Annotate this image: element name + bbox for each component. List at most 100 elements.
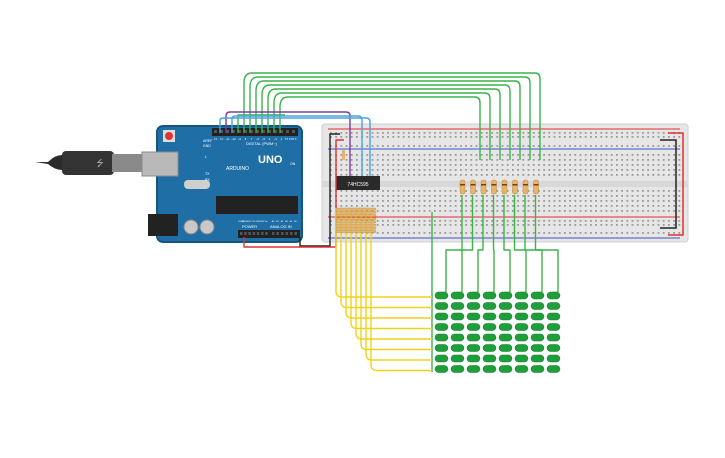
- led[interactable]: [530, 354, 545, 363]
- led[interactable]: [514, 354, 529, 363]
- led[interactable]: [434, 333, 449, 342]
- led[interactable]: [466, 354, 481, 363]
- digital-pin[interactable]: [220, 130, 223, 133]
- breadboard-hole: [564, 174, 566, 176]
- led[interactable]: [530, 365, 545, 373]
- led[interactable]: [482, 323, 497, 331]
- power-pin[interactable]: [244, 232, 247, 235]
- led[interactable]: [498, 312, 513, 321]
- led[interactable]: [514, 344, 529, 352]
- power-pin[interactable]: [256, 232, 260, 235]
- led[interactable]: [450, 291, 465, 300]
- led[interactable]: [498, 354, 513, 363]
- led[interactable]: [546, 333, 561, 342]
- digital-pin[interactable]: [262, 130, 265, 133]
- breadboard-hole: [600, 224, 603, 226]
- led[interactable]: [546, 323, 561, 331]
- led[interactable]: [482, 291, 497, 300]
- power-pin[interactable]: [248, 232, 251, 235]
- breadboard-hole: [423, 220, 426, 222]
- led[interactable]: [466, 365, 481, 373]
- digital-pin[interactable]: [238, 130, 241, 133]
- led[interactable]: [530, 312, 545, 321]
- led[interactable]: [498, 333, 513, 342]
- led[interactable]: [498, 291, 513, 300]
- led[interactable]: [434, 365, 449, 373]
- breadboard-hole: [584, 205, 587, 207]
- reset-button[interactable]: [165, 132, 173, 140]
- analog-pin[interactable]: [276, 232, 280, 235]
- led[interactable]: [514, 302, 529, 310]
- digital-pin[interactable]: [274, 130, 277, 133]
- led[interactable]: [434, 354, 449, 363]
- led[interactable]: [466, 344, 481, 352]
- breadboard-hole: [647, 220, 649, 222]
- led[interactable]: [498, 323, 513, 331]
- led[interactable]: [450, 333, 465, 342]
- led[interactable]: [498, 302, 513, 310]
- led[interactable]: [434, 323, 449, 331]
- led[interactable]: [546, 344, 561, 352]
- digital-pin[interactable]: [226, 130, 229, 133]
- digital-pin[interactable]: [250, 130, 253, 133]
- led[interactable]: [546, 312, 561, 321]
- digital-pin[interactable]: [280, 130, 283, 133]
- led[interactable]: [466, 291, 481, 300]
- led[interactable]: [434, 312, 449, 321]
- analog-pin[interactable]: [281, 232, 284, 235]
- led[interactable]: [434, 344, 449, 352]
- led[interactable]: [482, 365, 497, 373]
- led[interactable]: [466, 323, 481, 331]
- led[interactable]: [530, 291, 545, 300]
- power-pin[interactable]: [252, 232, 256, 235]
- digital-pin[interactable]: [268, 130, 271, 133]
- led[interactable]: [530, 344, 545, 352]
- led[interactable]: [450, 344, 465, 352]
- power-pin[interactable]: [265, 232, 268, 235]
- led[interactable]: [546, 291, 561, 300]
- led[interactable]: [546, 365, 561, 373]
- led[interactable]: [450, 365, 465, 373]
- led[interactable]: [514, 365, 529, 373]
- breadboard-hole: [564, 159, 566, 161]
- analog-pin[interactable]: [294, 232, 298, 235]
- digital-pin[interactable]: [244, 130, 247, 133]
- led[interactable]: [482, 333, 497, 342]
- led[interactable]: [530, 333, 545, 342]
- breadboard-hole: [636, 200, 639, 202]
- led[interactable]: [482, 312, 497, 321]
- digital-pin[interactable]: [214, 130, 217, 133]
- led[interactable]: [450, 323, 465, 331]
- digital-pin[interactable]: [286, 130, 289, 133]
- led[interactable]: [450, 312, 465, 321]
- led[interactable]: [530, 302, 545, 310]
- led[interactable]: [530, 323, 545, 331]
- power-pin[interactable]: [240, 232, 243, 235]
- led[interactable]: [466, 333, 481, 342]
- analog-pin[interactable]: [272, 232, 275, 235]
- led[interactable]: [482, 354, 497, 363]
- digital-pin[interactable]: [232, 130, 235, 133]
- digital-pin[interactable]: [256, 130, 259, 133]
- led[interactable]: [514, 291, 529, 300]
- led[interactable]: [466, 302, 481, 310]
- led[interactable]: [498, 365, 513, 373]
- led[interactable]: [450, 302, 465, 310]
- led[interactable]: [546, 354, 561, 363]
- led[interactable]: [482, 344, 497, 352]
- analog-pin[interactable]: [285, 232, 289, 235]
- digital-pin[interactable]: [292, 130, 295, 133]
- led[interactable]: [434, 291, 449, 300]
- led[interactable]: [514, 312, 529, 321]
- led[interactable]: [434, 302, 449, 310]
- led[interactable]: [514, 323, 529, 331]
- power-pin[interactable]: [261, 232, 264, 235]
- led[interactable]: [450, 354, 465, 363]
- led[interactable]: [482, 302, 497, 310]
- led[interactable]: [546, 302, 561, 310]
- led[interactable]: [466, 312, 481, 321]
- led[interactable]: [514, 333, 529, 342]
- led[interactable]: [498, 344, 513, 352]
- analog-pin[interactable]: [290, 232, 293, 235]
- breadboard-hole: [330, 205, 332, 207]
